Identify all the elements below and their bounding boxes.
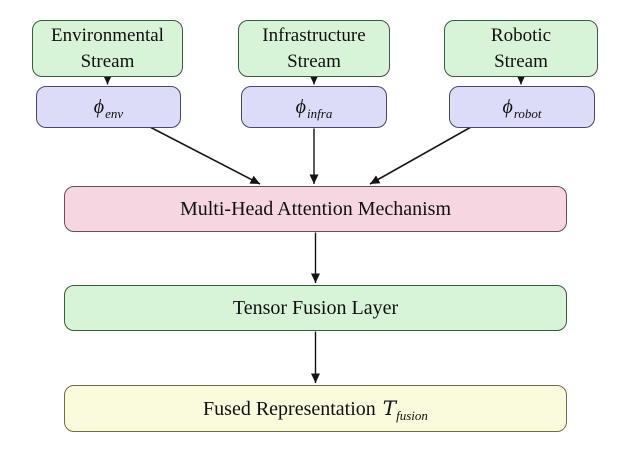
node-phi-env: ϕenv xyxy=(36,86,181,128)
phi-robot-subscript: robot xyxy=(513,105,542,121)
environmental-stream-label-line1: Environmental xyxy=(51,24,164,46)
robotic-stream-label-line1: Robotic xyxy=(490,24,552,46)
phi-symbol: ϕ xyxy=(502,95,513,118)
tensor-fusion-label: Tensor Fusion Layer xyxy=(232,296,399,319)
robotic-stream-label-line2: Stream xyxy=(494,50,548,72)
phi-env-label: ϕenv xyxy=(94,94,123,121)
node-multi-head-attention: Multi-Head Attention Mechanism xyxy=(64,186,567,232)
attention-label: Multi-Head Attention Mechanism xyxy=(179,197,452,220)
node-fused-representation: Fused Representation Tfusion xyxy=(64,385,567,432)
node-phi-infra: ϕinfra xyxy=(241,86,387,128)
node-robotic-stream: Robotic Stream xyxy=(444,20,598,77)
phi-infra-subscript: infra xyxy=(307,105,333,121)
phi-infra-label: ϕinfra xyxy=(296,94,333,121)
fused-subscript: fusion xyxy=(396,407,428,423)
node-infrastructure-stream: Infrastructure Stream xyxy=(238,20,390,77)
environmental-stream-label-line2: Stream xyxy=(80,50,135,72)
phi-env-subscript: env xyxy=(105,105,124,121)
script-t-symbol: T xyxy=(382,395,397,420)
fused-representation-label: Fused Representation Tfusion xyxy=(203,395,428,423)
fused-representation-text: Fused Representation xyxy=(203,397,376,420)
node-phi-robot: ϕrobot xyxy=(449,86,595,128)
phi-symbol: ϕ xyxy=(295,95,307,118)
infrastructure-stream-label-line2: Stream xyxy=(287,50,341,72)
arrow-phi-env-to-attention xyxy=(149,126,261,185)
node-environmental-stream: Environmental Stream xyxy=(32,20,183,77)
arrow-phi-robot-to-attention xyxy=(369,126,472,185)
infrastructure-stream-label-line1: Infrastructure xyxy=(262,24,366,46)
phi-symbol: ϕ xyxy=(93,95,105,118)
phi-robot-label: ϕrobot xyxy=(502,94,541,121)
node-tensor-fusion-layer: Tensor Fusion Layer xyxy=(64,285,567,331)
